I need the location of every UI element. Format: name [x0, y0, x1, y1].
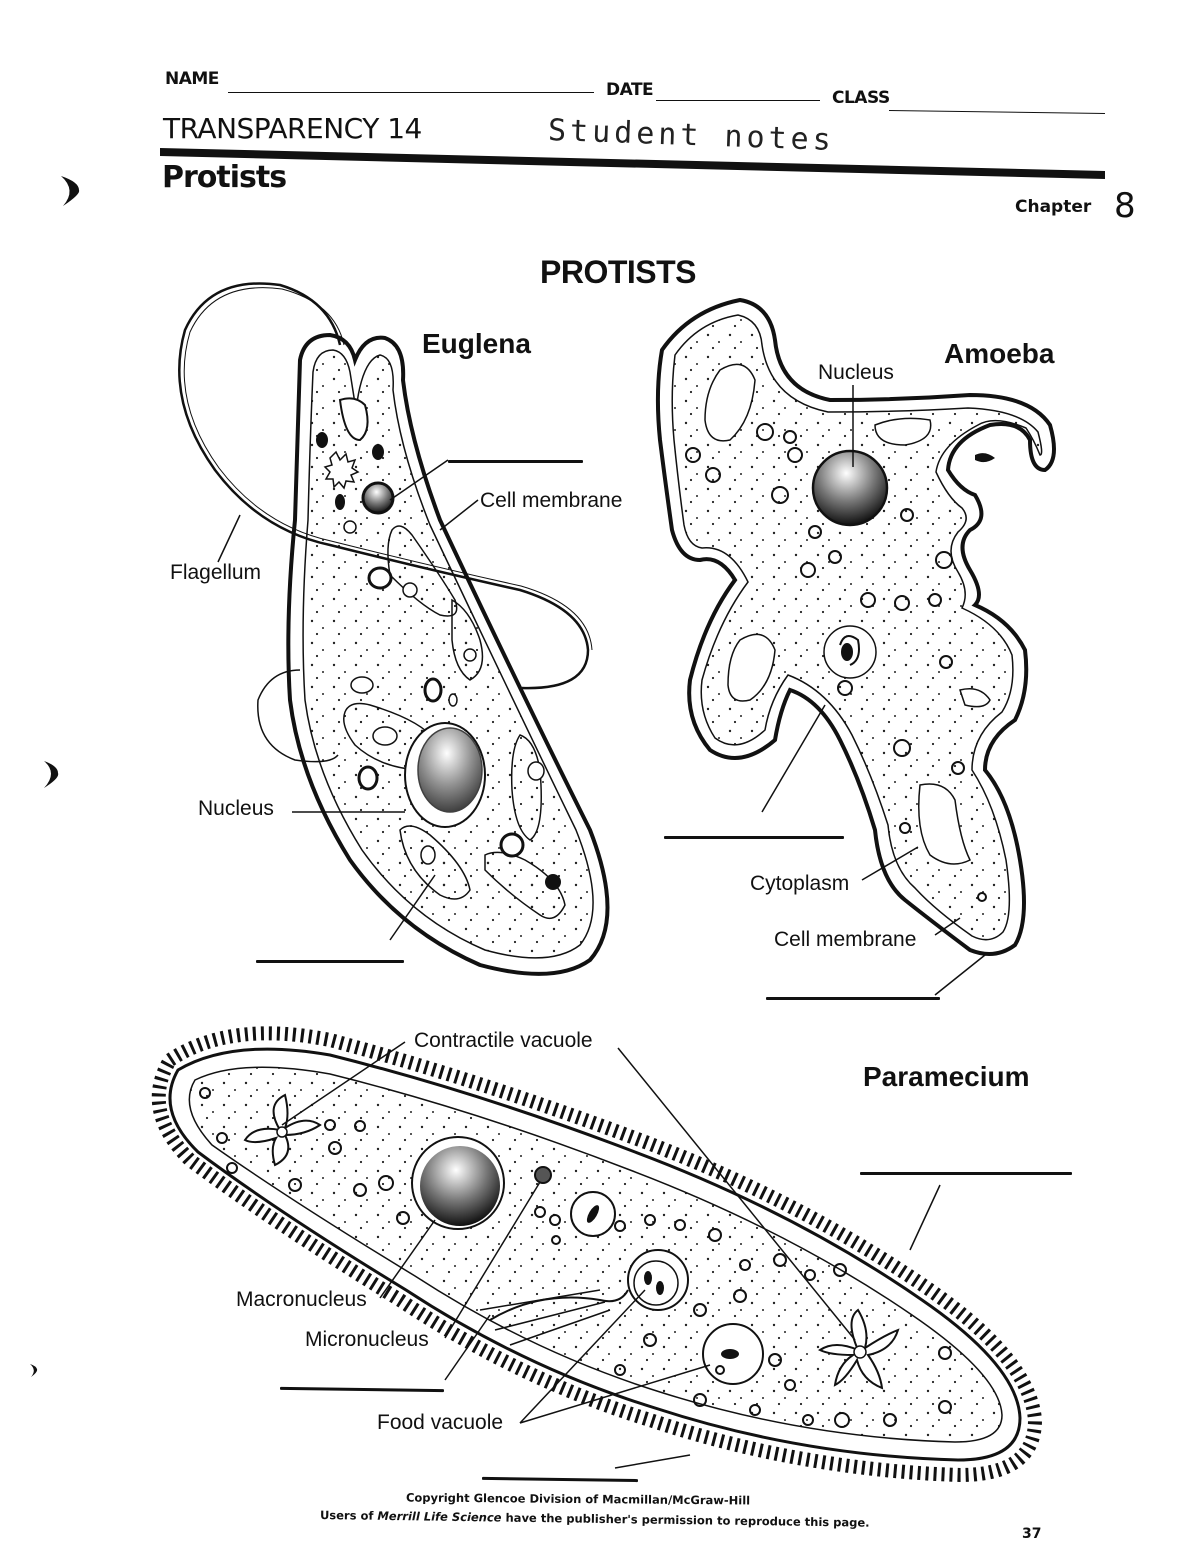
amoeba-drawing — [655, 297, 1056, 996]
name-field[interactable] — [228, 92, 594, 93]
book-title: Merrill Life Science — [377, 1508, 502, 1525]
paramecium-drawing — [151, 1026, 1043, 1483]
euglena-drawing — [178, 282, 610, 976]
euglena-flagellum-label: Flagellum — [170, 561, 262, 584]
date-label: DATE — [606, 80, 654, 100]
amoeba-answer-blank-2[interactable] — [766, 997, 940, 1000]
binder-hole-mark-middle — [44, 761, 59, 788]
euglena-answer-blank-1[interactable] — [448, 460, 583, 463]
copyright-text: Copyright Glencoe Division of Macmillan/… — [405, 1490, 751, 1508]
date-field[interactable] — [656, 100, 820, 101]
chapter-number: 8 — [1114, 186, 1136, 226]
euglena-nucleus-label: Nucleus — [198, 797, 274, 820]
paramecium-title: Paramecium — [863, 1061, 1030, 1092]
page-number: 37 — [1022, 1526, 1042, 1542]
binder-hole-mark-bottom — [30, 1364, 38, 1377]
transparency-label: TRANSPARENCY 14 — [163, 112, 422, 145]
paramecium-macronucleus-label: Macronucleus — [236, 1288, 367, 1311]
euglena-cell-membrane-label: Cell membrane — [480, 489, 623, 512]
amoeba-cell-membrane-label: Cell membrane — [774, 928, 917, 951]
section-title: Protists — [162, 160, 287, 195]
main-title: PROTISTS — [540, 254, 697, 290]
paramecium-micronucleus-label: Micronucleus — [305, 1328, 429, 1351]
euglena-title: Euglena — [422, 328, 531, 359]
amoeba-nucleus-label: Nucleus — [818, 361, 894, 384]
amoeba-cytoplasm-label: Cytoplasm — [750, 872, 850, 895]
amoeba-answer-blank-1[interactable] — [664, 836, 844, 839]
name-label: NAME — [165, 69, 219, 89]
amoeba-title: Amoeba — [944, 338, 1055, 369]
usage-prefix: Users of — [319, 1508, 378, 1523]
paramecium-answer-blank-1[interactable] — [860, 1172, 1072, 1175]
binder-hole-mark-top — [61, 176, 80, 206]
paramecium-contractile-vacuole-label: Contractile vacuole — [414, 1029, 593, 1052]
paramecium-food-vacuole-label: Food vacuole — [377, 1411, 504, 1434]
chapter-label: Chapter — [1015, 197, 1092, 217]
class-label: CLASS — [832, 88, 890, 108]
euglena-answer-blank-2[interactable] — [256, 960, 404, 963]
header-rule — [160, 148, 1105, 179]
